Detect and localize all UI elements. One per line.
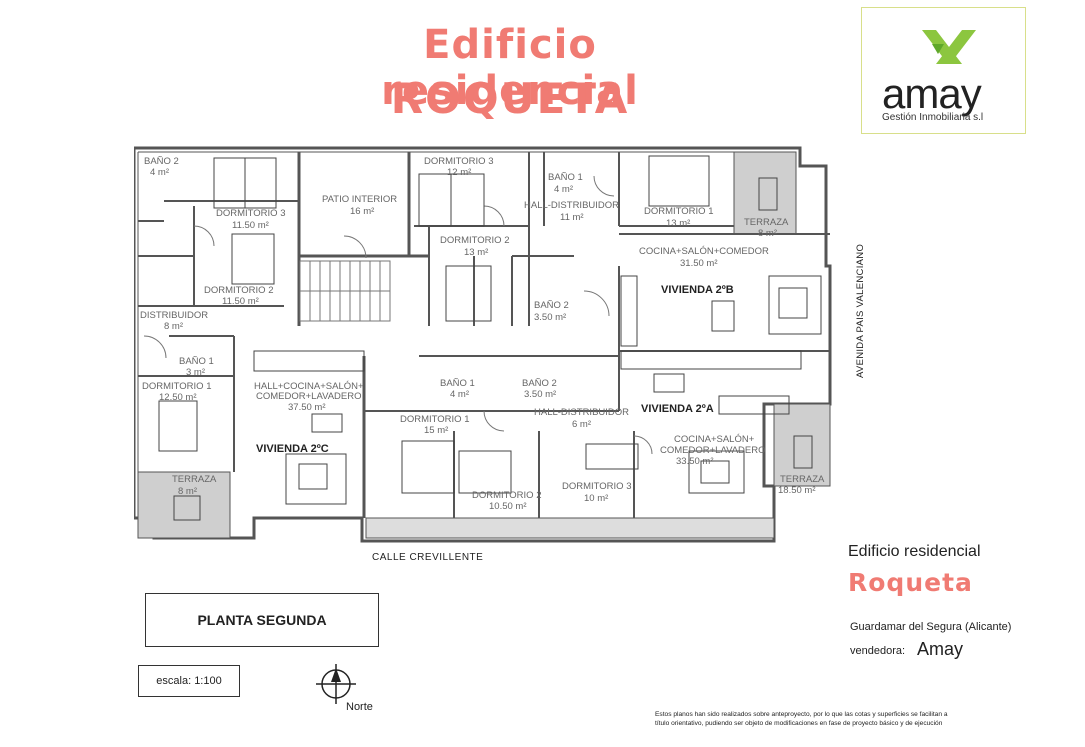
room-label: DORMITORIO 1 xyxy=(142,381,212,392)
room-area: 6 m² xyxy=(572,419,591,430)
room-label: COCINA+SALÓN+COMEDOR xyxy=(639,246,769,257)
room-area: 12.50 m² xyxy=(159,392,197,403)
room-label: TERRAZA xyxy=(780,474,825,485)
room-label: BAÑO 2 xyxy=(522,378,557,389)
room-label: DISTRIBUIDOR xyxy=(140,310,208,321)
room-label: PATIO INTERIOR xyxy=(322,194,397,205)
room-area: 12 m² xyxy=(447,167,471,178)
room-area: 4 m² xyxy=(150,167,169,178)
logo-word: amay xyxy=(882,70,982,117)
room-area: 11 m² xyxy=(560,212,584,223)
room-area: 8 m² xyxy=(178,486,197,497)
room-label: DORMITORIO 2 xyxy=(204,285,274,296)
avenue-label: AVENIDA PAIS VALENCIANO xyxy=(855,243,866,378)
room-area: 3.50 m² xyxy=(534,312,566,323)
room-label: TERRAZA xyxy=(744,217,789,228)
room-label: TERRAZA xyxy=(172,474,217,485)
room-label: DORMITORIO 3 xyxy=(216,208,286,219)
vivienda-2b-label: VIVIENDA 2ºB xyxy=(661,284,734,296)
plan-title-box: PLANTA SEGUNDA xyxy=(145,593,379,647)
floor-plan: BAÑO 2 4 m² DORMITORIO 3 11.50 m² DORMIT… xyxy=(134,146,832,543)
room-label: BAÑO 2 xyxy=(144,156,179,167)
disclaimer-line-2: título orientativo, pudiendo ser objeto … xyxy=(655,720,943,727)
room-label: DORMITORIO 2 xyxy=(472,490,542,501)
north-label: Norte xyxy=(346,701,373,713)
amay-logo: amay Gestión Inmobiliaria s.l xyxy=(861,7,1026,134)
vivienda-2c-label: VIVIENDA 2ºC xyxy=(256,443,329,455)
room-area: 18.50 m² xyxy=(778,485,816,496)
room-area: 10 m² xyxy=(584,493,608,504)
room-label: BAÑO 1 xyxy=(548,172,583,183)
info-vendedora-value: Amay xyxy=(917,639,964,659)
room-label: BAÑO 2 xyxy=(534,300,569,311)
disclaimer-line-1: Estos planos han sido realizados sobre a… xyxy=(655,711,948,718)
room-area: 3.50 m² xyxy=(524,389,556,400)
scale-box: escala: 1:100 xyxy=(138,665,240,697)
room-area: 37.50 m² xyxy=(288,402,326,413)
title-line-2: ROQUETA xyxy=(390,74,630,123)
room-area: 8 m² xyxy=(758,228,777,239)
room-area: 4 m² xyxy=(554,184,573,195)
disclaimer: Estos planos han sido realizados sobre a… xyxy=(655,710,1015,728)
room-label: COCINA+SALÓN+ xyxy=(674,434,755,445)
logo-subtitle: Gestión Inmobiliaria s.l xyxy=(882,112,984,123)
room-label: COMEDOR+LAVADERO xyxy=(660,445,766,456)
room-label: BAÑO 1 xyxy=(179,356,214,367)
room-area: 15 m² xyxy=(424,425,448,436)
room-label: DORMITORIO 1 xyxy=(400,414,470,425)
room-area: 11.50 m² xyxy=(232,220,269,231)
room-label: BAÑO 1 xyxy=(440,378,475,389)
info-location: Guardamar del Segura (Alicante) xyxy=(850,621,1012,633)
room-area: 16 m² xyxy=(350,206,374,217)
room-area: 13 m² xyxy=(464,247,488,258)
amay-logo-mark-icon xyxy=(922,30,976,64)
room-area: 31.50 m² xyxy=(680,258,718,269)
room-label: DORMITORIO 3 xyxy=(562,481,632,492)
north-arrow-icon xyxy=(316,664,356,704)
room-label: HALL-DISTRIBUIDOR xyxy=(524,200,619,211)
room-area: 13 m² xyxy=(666,218,690,229)
room-area: 8 m² xyxy=(164,321,183,332)
vivienda-2a-label: VIVIENDA 2ºA xyxy=(641,403,714,415)
street-label: CALLE CREVILLENTE xyxy=(372,552,484,563)
info-name: Roqueta xyxy=(848,568,973,597)
room-label: DORMITORIO 1 xyxy=(644,206,714,217)
title-line-1: Edificio residencial xyxy=(381,22,639,114)
room-area: 3 m² xyxy=(186,367,205,378)
room-area: 4 m² xyxy=(450,389,469,400)
room-label: HALL+COCINA+SALÓN+ xyxy=(254,381,364,392)
room-label: DORMITORIO 2 xyxy=(440,235,510,246)
room-label: COMEDOR+LAVADERO xyxy=(256,391,362,402)
room-label: HALL-DISTRIBUIDOR xyxy=(534,407,629,418)
room-label: DORMITORIO 3 xyxy=(424,156,494,167)
info-vendedora-label: vendedora: xyxy=(850,645,906,657)
info-title: Edificio residencial xyxy=(848,543,981,560)
room-area: 33.50 m² xyxy=(676,456,714,467)
room-area: 10.50 m² xyxy=(489,501,527,512)
room-area: 11.50 m² xyxy=(222,296,259,307)
